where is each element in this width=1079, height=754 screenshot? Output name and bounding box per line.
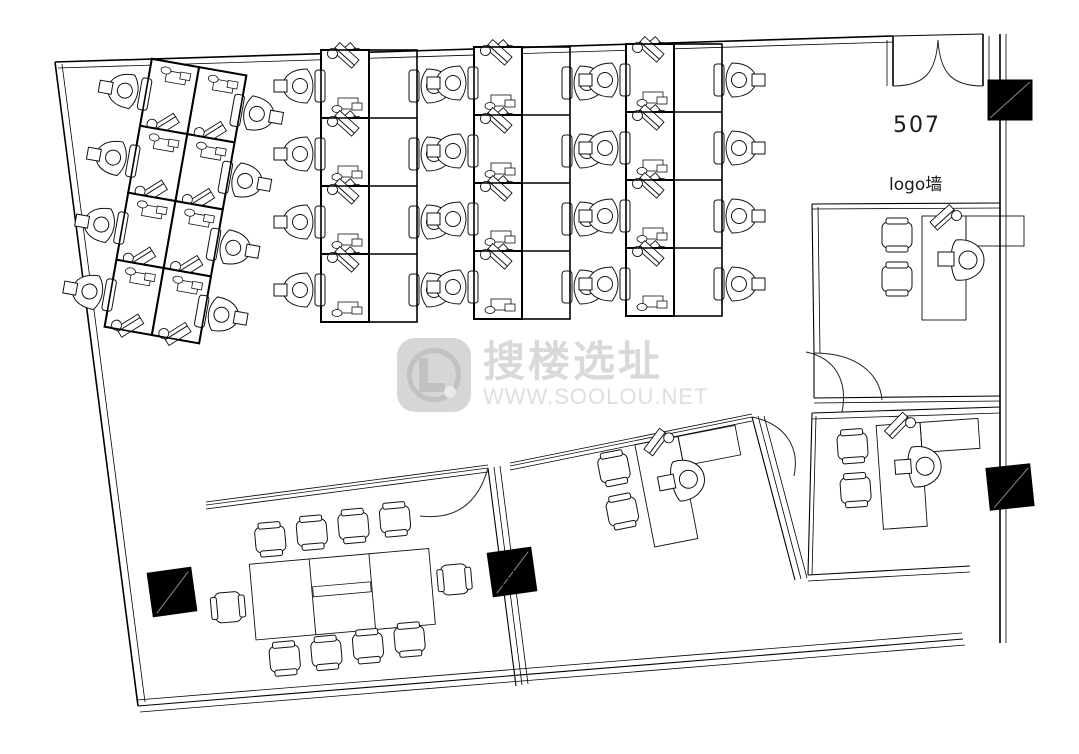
office-center-door[interactable]	[751, 351, 844, 477]
main-entrance-double-door[interactable]	[892, 39, 984, 87]
office-lower-right-furniture[interactable]	[835, 405, 985, 532]
logo-wall-label: logo墙	[889, 175, 943, 195]
office-upper-right-walls	[811, 202, 1001, 404]
column-top-right	[987, 79, 1033, 121]
office-upper-door[interactable]	[813, 352, 883, 401]
column-bottom-left	[146, 566, 198, 618]
workstation-cluster-left[interactable]	[57, 51, 289, 360]
building-outer-walls	[54, 33, 1007, 713]
meeting-room-walls	[205, 464, 529, 687]
workstation-cluster-mid-2[interactable]	[426, 36, 614, 320]
workstation-cluster-mid-1[interactable]	[273, 39, 461, 323]
unit-number-label: 507	[893, 113, 941, 138]
office-upper-right-furniture[interactable]	[881, 203, 1025, 321]
workstation-cluster-right[interactable]	[578, 33, 766, 317]
meeting-room-furniture[interactable]	[203, 496, 478, 681]
column-mid-right	[985, 463, 1035, 511]
office-center-furniture[interactable]	[593, 412, 755, 554]
column-center	[486, 546, 538, 598]
meeting-room-door[interactable]	[419, 467, 489, 518]
office-lower-right-walls	[807, 406, 1001, 582]
office-center-walls	[509, 413, 808, 581]
